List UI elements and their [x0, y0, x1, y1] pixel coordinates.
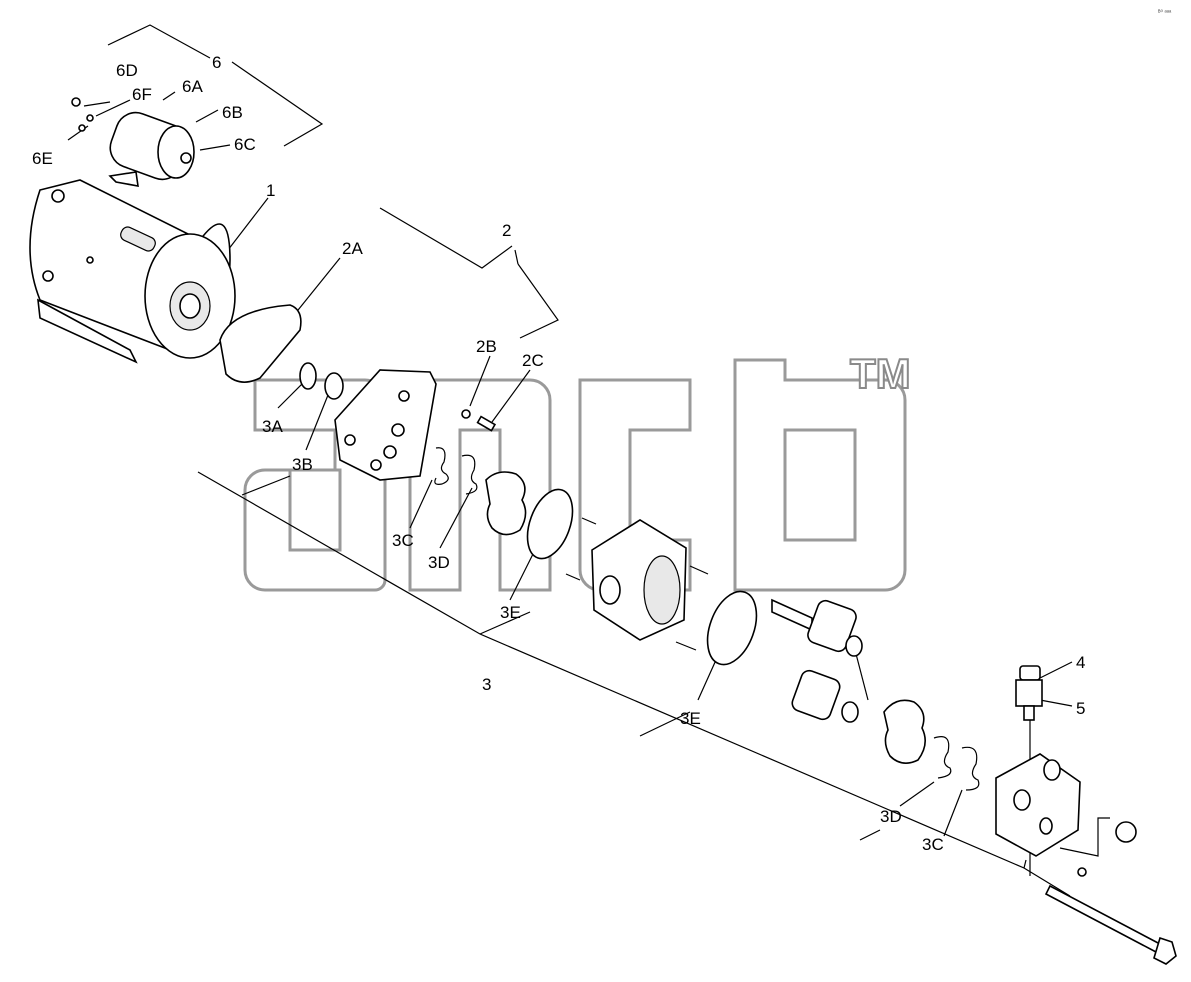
- end-plate: [334, 369, 497, 481]
- label-3c-top: 3C: [392, 531, 414, 550]
- label-6c: 6C: [234, 135, 256, 154]
- label-3e-bottom: 3E: [680, 709, 701, 728]
- label-2b: 2B: [476, 337, 497, 356]
- label-3d-bottom: 3D: [880, 807, 902, 826]
- motor-assembly: [29, 179, 236, 364]
- label-6a: 6A: [182, 77, 203, 96]
- label-2c: 2C: [522, 351, 544, 370]
- seal: [324, 372, 344, 400]
- label-3d-top: 3D: [428, 553, 450, 572]
- o-ring-3e-bottom: [706, 590, 758, 666]
- label-3b: 3B: [292, 455, 313, 474]
- bearing-block-bottom: [883, 699, 926, 764]
- drive-gear: [771, 598, 863, 657]
- watermark-logo: TM: [243, 349, 912, 592]
- end-cover: [995, 753, 1137, 877]
- relief-valve: [1015, 665, 1043, 721]
- idler-gear: [791, 669, 859, 723]
- gear-housing: [565, 517, 709, 651]
- seal-3d-bottom: [933, 736, 952, 779]
- label-6: 6: [212, 53, 221, 72]
- label-3e-top: 3E: [500, 603, 521, 622]
- part-labels: 6 6D 6F 6A 6B 6C 6E 1 2A 2 2B 2C 3A 3B 3…: [32, 53, 1085, 854]
- seal-3d-top: [461, 454, 478, 495]
- trademark-mark: TM: [850, 350, 911, 397]
- long-bolt: [1044, 884, 1177, 965]
- label-2a: 2A: [342, 239, 363, 258]
- label-2: 2: [502, 221, 511, 240]
- bearing-block: [485, 471, 527, 536]
- label-1: 1: [266, 181, 275, 200]
- label-3c-bottom: 3C: [922, 835, 944, 854]
- solenoid: [71, 97, 195, 187]
- label-6f: 6F: [132, 85, 152, 104]
- leader-lines: [67, 24, 1110, 897]
- label-5: 5: [1076, 699, 1085, 718]
- label-6b: 6B: [222, 103, 243, 122]
- label-4: 4: [1076, 653, 1085, 672]
- seal-3c-top: [434, 447, 449, 485]
- seal-3c-bottom: [961, 746, 980, 791]
- label-6e: 6E: [32, 149, 53, 168]
- retaining-ring: [299, 362, 317, 390]
- label-6d: 6D: [116, 61, 138, 80]
- label-3: 3: [482, 675, 491, 694]
- gasket: [219, 304, 302, 383]
- corner-code: ᴮ⁰ ᵃᵃᵃ: [1158, 9, 1172, 16]
- o-ring-3e-top: [526, 488, 574, 560]
- label-3a: 3A: [262, 417, 283, 436]
